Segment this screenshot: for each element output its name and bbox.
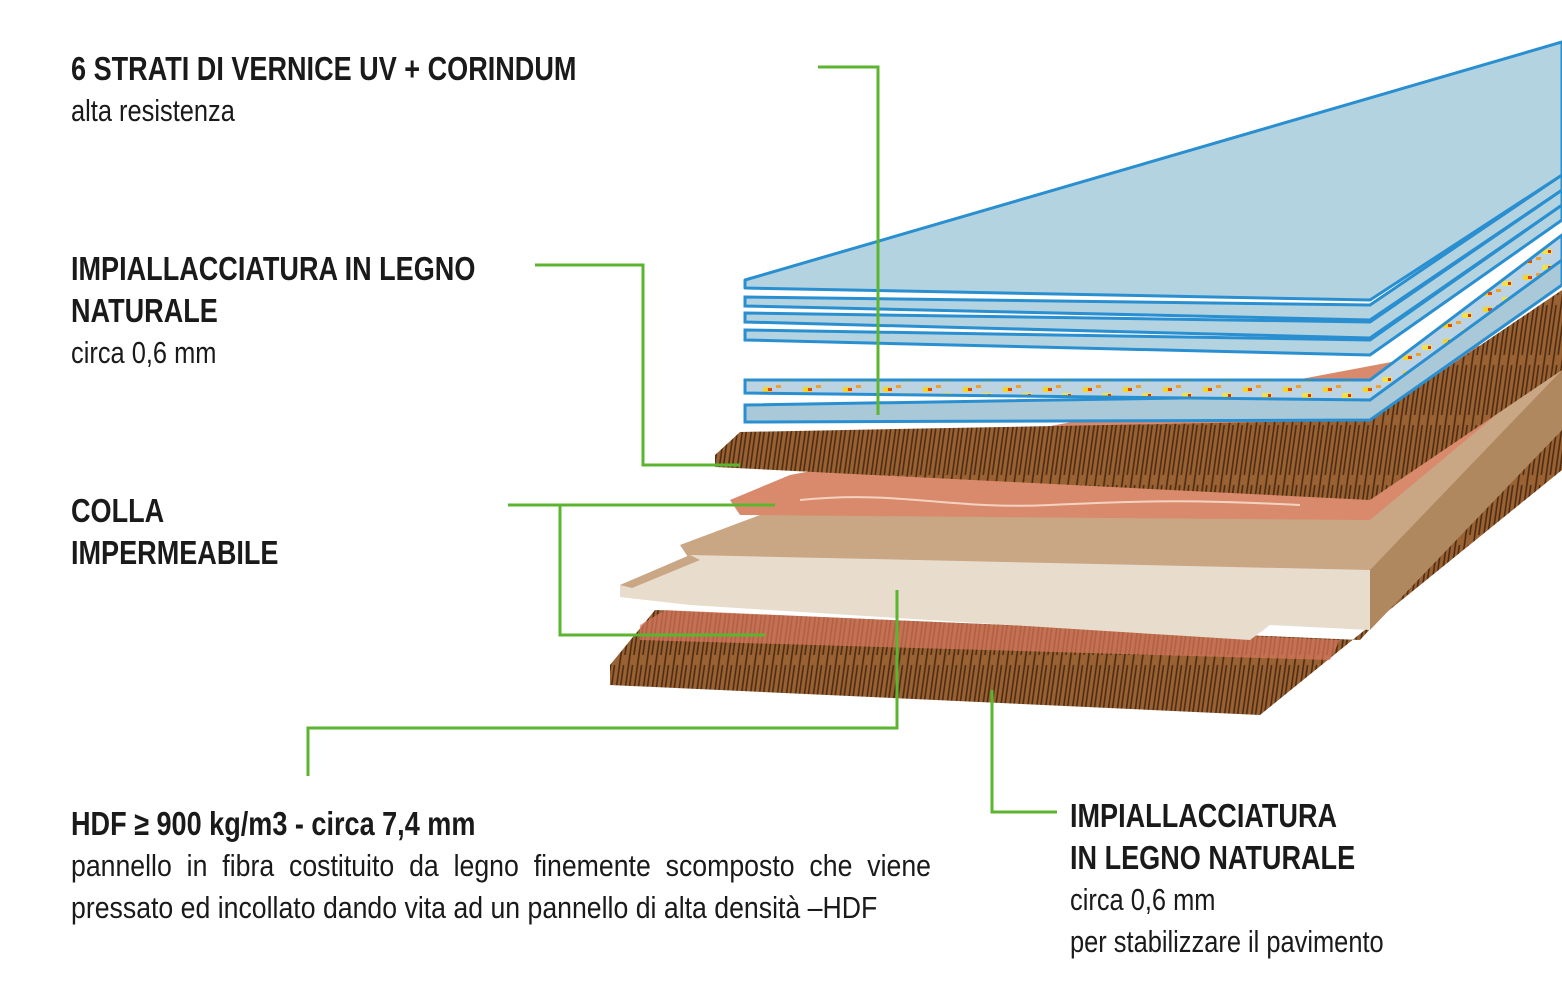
leader-glue-bottom	[558, 505, 765, 637]
glue-title-1: COLLA	[71, 492, 165, 529]
glue-title-2: IMPERMEABILE	[71, 534, 279, 571]
label-glue: COLLA IMPERMEABILE	[71, 490, 278, 574]
veneer-bottom-title-1: IMPIALLACCIATURA	[1070, 797, 1338, 834]
leader-veneer-top	[535, 263, 740, 467]
label-top-veneer: IMPIALLACCIATURA IN LEGNO NATURALE circa…	[71, 248, 475, 374]
veneer-bottom-title-2: IN LEGNO NATURALE	[1070, 839, 1356, 876]
leader-hdf	[306, 590, 899, 776]
uv-title: 6 STRATI DI VERNICE UV + CORINDUM	[71, 50, 577, 87]
veneer-top-title-1: IMPIALLACCIATURA IN LEGNO	[71, 250, 476, 287]
leader-uv	[818, 65, 880, 415]
veneer-top-title-2: NATURALE	[71, 292, 218, 329]
hdf-description: pannello in fibra costituito da legno fi…	[71, 848, 931, 925]
label-uv-varnish: 6 STRATI DI VERNICE UV + CORINDUM alta r…	[71, 48, 576, 132]
uv-varnish-layers	[743, 40, 1562, 424]
veneer-bottom-sub-1: circa 0,6 mm	[1070, 882, 1216, 917]
leader-veneer-bottom	[990, 690, 1057, 814]
bottom-veneer-layer	[610, 420, 1562, 715]
leader-lines	[306, 65, 1057, 814]
veneer-top-sub: circa 0,6 mm	[71, 335, 217, 370]
label-hdf: HDF ≥ 900 kg/m3 - circa 7,4 mm	[71, 803, 475, 845]
hdf-title: HDF ≥ 900 kg/m3 - circa 7,4 mm	[71, 805, 476, 842]
label-bottom-veneer: IMPIALLACCIATURA IN LEGNO NATURALE circa…	[1070, 795, 1384, 963]
top-veneer-layer	[715, 290, 1562, 500]
veneer-bottom-sub-2: per stabilizzare il pavimento	[1070, 924, 1384, 959]
uv-sub: alta resistenza	[71, 93, 235, 128]
